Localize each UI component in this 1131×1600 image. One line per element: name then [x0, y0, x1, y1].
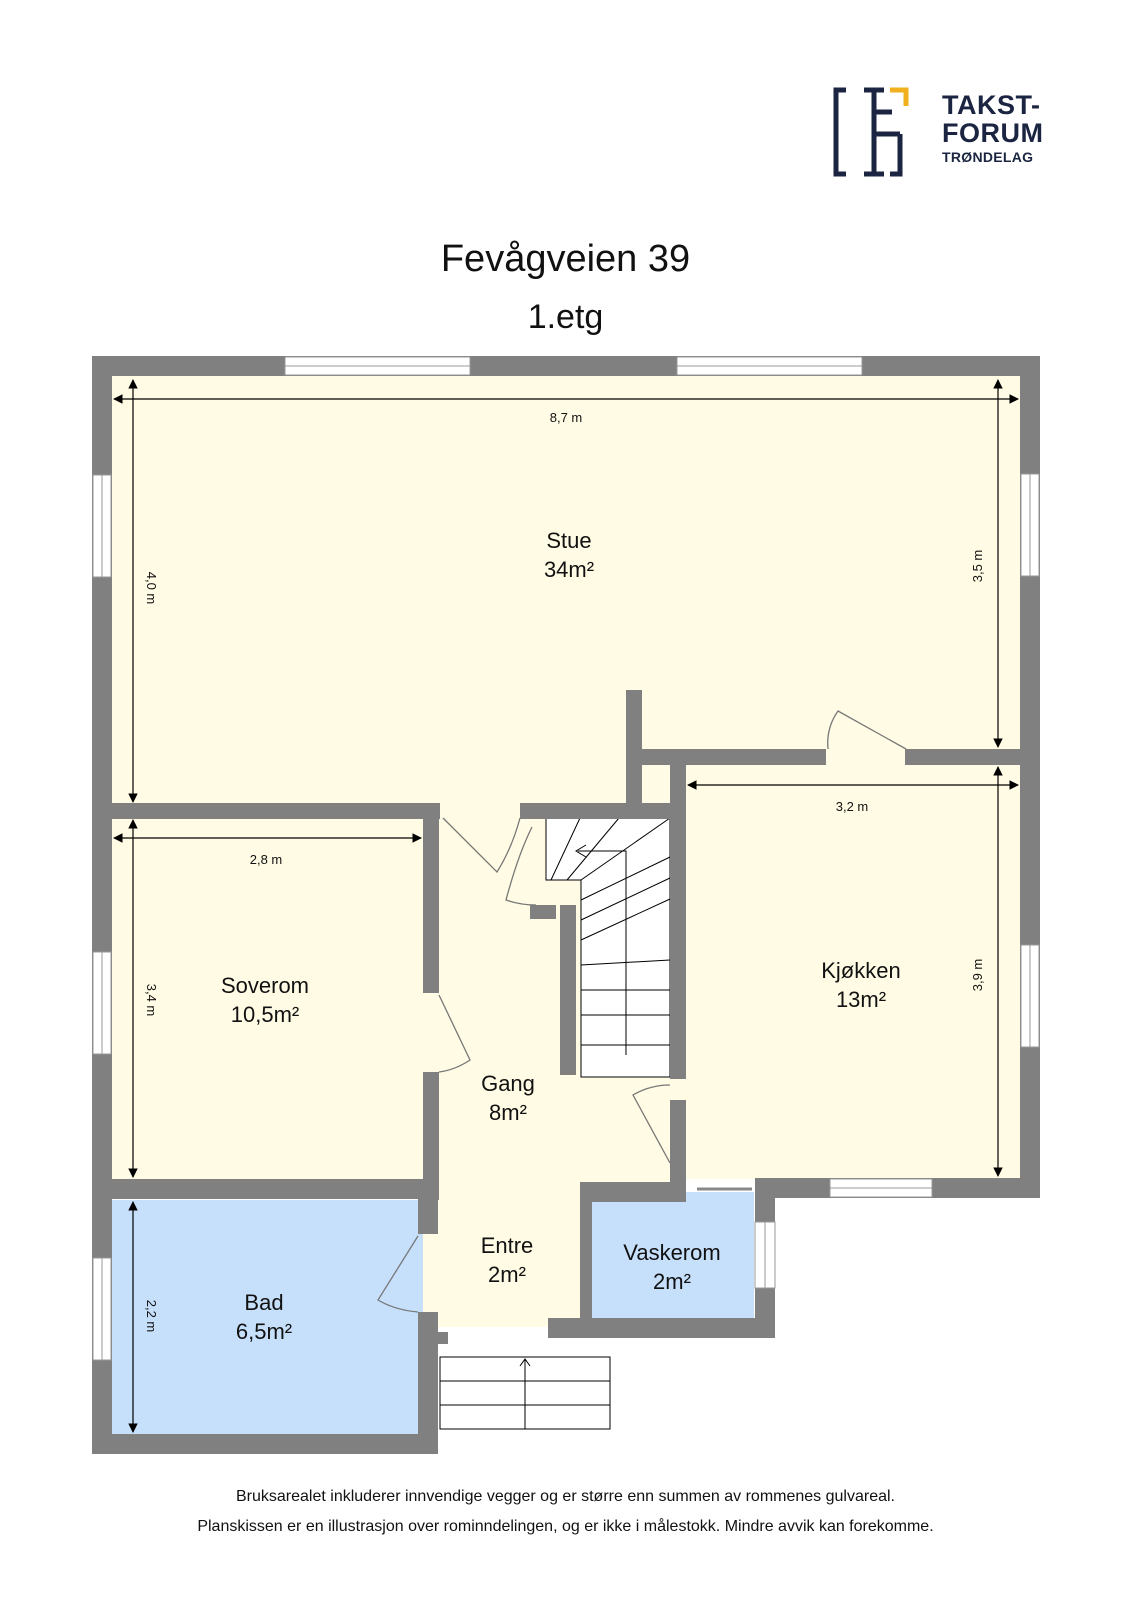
door-stue-kjokken [827, 710, 907, 750]
door-gang-stair [505, 826, 537, 906]
room-entre-area: 2m² [488, 1262, 526, 1287]
room-bad-name: Bad [244, 1290, 283, 1315]
room-stue-name: Stue [546, 528, 591, 553]
dim-soverom-width: 2,8 m [250, 852, 283, 867]
dim-stue-height-right: 3,5 m [970, 550, 985, 583]
entry-steps [439, 1356, 611, 1430]
room-soverom-name: Soverom [221, 973, 309, 998]
door-bad [377, 1235, 419, 1313]
footer-note-area: Bruksarealet inkluderer innvendige vegge… [236, 1488, 895, 1505]
dim-stue-width: 8,7 m [550, 410, 583, 425]
dim-kjokken-width: 3,2 m [836, 799, 869, 814]
door-gang-kjokken [632, 1084, 671, 1164]
room-kjokken-name: Kjøkken [821, 958, 900, 983]
room-vaskerom-area: 2m² [653, 1269, 691, 1294]
plan-title: Fevågveien 39 [440, 238, 691, 280]
door-stue-gang [442, 817, 521, 874]
stue-floor [110, 369, 1020, 807]
footer-note-disclaimer: Planskissen er en illustrasjon over romi… [197, 1518, 934, 1535]
floor-label: 1.etg [527, 298, 604, 336]
windows [92, 356, 1040, 1361]
dim-kjokken-height: 3,9 m [970, 959, 985, 992]
soverom-floor [110, 817, 423, 1179]
room-gang-area: 8m² [489, 1100, 527, 1125]
dim-soverom-height: 3,4 m [144, 984, 159, 1017]
takstforum-logo-text: TAKST- FORUM TRØNDELAG [942, 90, 1044, 165]
room-gang-name: Gang [481, 1071, 535, 1096]
dim-stue-height-left: 4,0 m [144, 572, 159, 605]
kjokken-floor [683, 765, 1020, 1179]
room-kjokken-area: 13m² [836, 987, 886, 1012]
dimension-lines [113, 379, 1019, 1433]
room-bad-area: 6,5m² [236, 1319, 292, 1344]
doors [377, 710, 907, 1313]
room-soverom-area: 10,5m² [231, 1002, 299, 1027]
logo-line-2: FORUM [942, 118, 1044, 148]
vaskerom-floor [591, 1192, 754, 1328]
room-vaskerom-name: Vaskerom [623, 1240, 720, 1265]
dim-bad-height: 2,2 m [144, 1300, 159, 1333]
bad-floor [110, 1200, 423, 1434]
logo-line-3: TRØNDELAG [942, 149, 1034, 165]
room-entre-name: Entre [481, 1233, 534, 1258]
room-stue-area: 34m² [544, 557, 594, 582]
takstforum-logo-mark [833, 87, 909, 177]
logo-line-1: TAKST- [942, 90, 1041, 120]
door-soverom-gang [438, 994, 471, 1073]
